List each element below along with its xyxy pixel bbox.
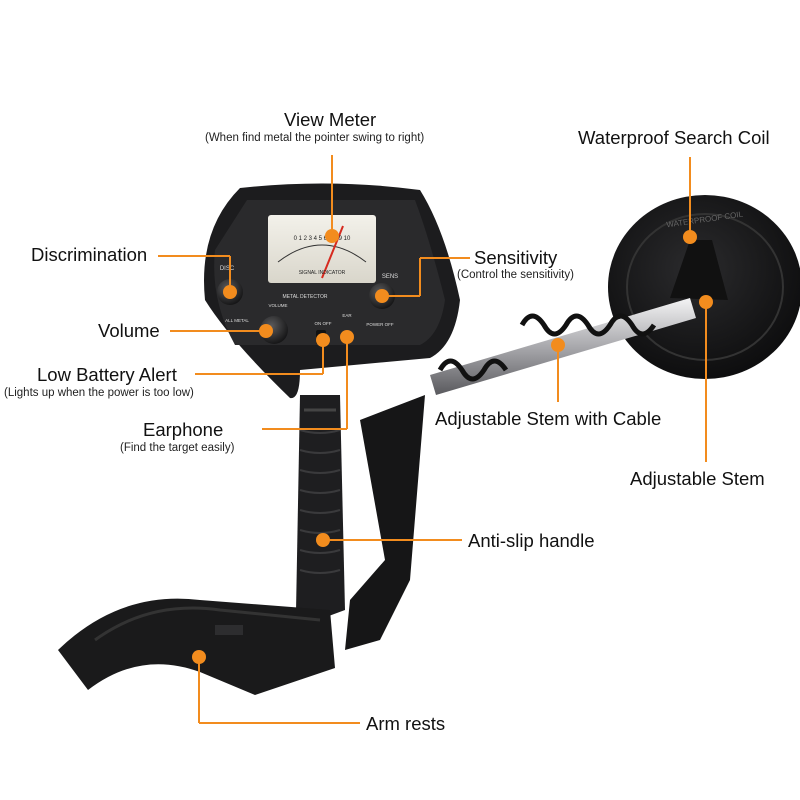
control-head: 0 1 2 3 4 5 6 7 8 9 10 SIGNAL INDICATOR … bbox=[204, 183, 460, 399]
label-stem-cable: Adjustable Stem with Cable bbox=[435, 408, 662, 429]
search-coil: WATERPROOF COIL bbox=[608, 195, 800, 379]
label-earphone-note: (Find the target easily) bbox=[120, 442, 235, 454]
jack-label: EAR bbox=[342, 313, 352, 318]
handle bbox=[296, 395, 425, 650]
callout-lines bbox=[158, 155, 707, 724]
label-low-battery: Low Battery Alert bbox=[37, 364, 177, 385]
label-sensitivity-note: (Control the sensitivity) bbox=[457, 269, 574, 281]
label-low-battery-note: (Lights up when the power is too low) bbox=[4, 387, 194, 399]
power-label: POWER OFF bbox=[366, 322, 393, 327]
arm-rest bbox=[58, 598, 335, 695]
label-view-meter: View Meter bbox=[284, 109, 377, 130]
disc-label: DISC bbox=[220, 266, 235, 272]
meter-caption: SIGNAL INDICATOR bbox=[299, 270, 346, 276]
label-adjustable-stem: Adjustable Stem bbox=[630, 468, 765, 489]
label-earphone: Earphone bbox=[143, 419, 224, 440]
panel-title: METAL DETECTOR bbox=[283, 294, 328, 300]
meter-scale: 0 1 2 3 4 5 6 7 8 9 10 bbox=[294, 236, 351, 242]
label-search-coil: Waterproof Search Coil bbox=[578, 127, 770, 148]
callout-dots bbox=[192, 229, 713, 664]
label-view-meter-note: (When find metal the pointer swing to ri… bbox=[205, 132, 425, 144]
all-metal-label: ALL METAL bbox=[225, 318, 249, 323]
label-sensitivity: Sensitivity bbox=[474, 247, 558, 268]
label-arm-rests: Arm rests bbox=[366, 713, 446, 734]
sens-label: SENS bbox=[382, 274, 398, 280]
label-handle: Anti-slip handle bbox=[468, 530, 595, 551]
label-discrimination: Discrimination bbox=[31, 244, 148, 265]
switch-label: ON OFF bbox=[315, 321, 332, 326]
volume-label: VOLUME bbox=[268, 303, 287, 308]
label-volume: Volume bbox=[98, 320, 160, 341]
